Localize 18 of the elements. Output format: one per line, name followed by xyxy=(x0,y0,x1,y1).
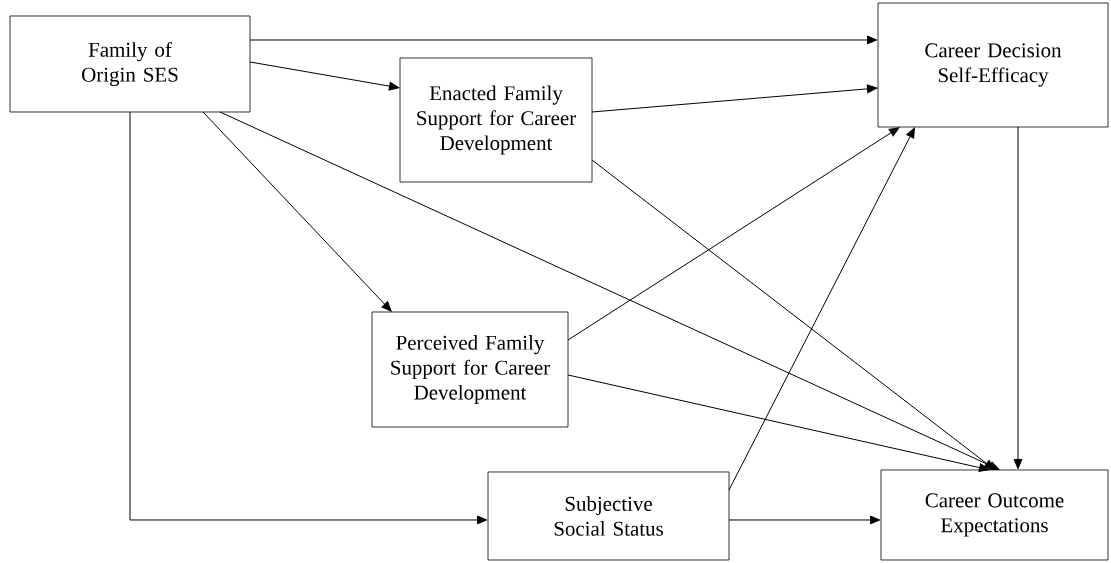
arrow xyxy=(1013,126,1023,470)
variable-box: Enacted Family Support for Career Development xyxy=(399,57,593,183)
arrow xyxy=(219,111,1000,470)
arrow xyxy=(249,61,400,91)
arrow xyxy=(249,35,878,45)
arrow xyxy=(567,374,990,472)
arrow xyxy=(567,127,900,341)
arrow xyxy=(728,127,915,491)
variable-box: Career Outcome Expectations xyxy=(880,469,1109,561)
arrow xyxy=(591,84,878,113)
arrow xyxy=(728,515,881,525)
arrow xyxy=(591,159,995,470)
arrow xyxy=(129,111,488,525)
variable-box: Perceived Family Support for Career Development xyxy=(371,311,569,428)
variable-box: Career Decision Self-Efficacy xyxy=(877,2,1109,128)
variable-box: Subjective Social Status xyxy=(487,471,730,561)
arrow xyxy=(202,111,392,312)
variable-box: Family of Origin SES xyxy=(9,15,251,113)
